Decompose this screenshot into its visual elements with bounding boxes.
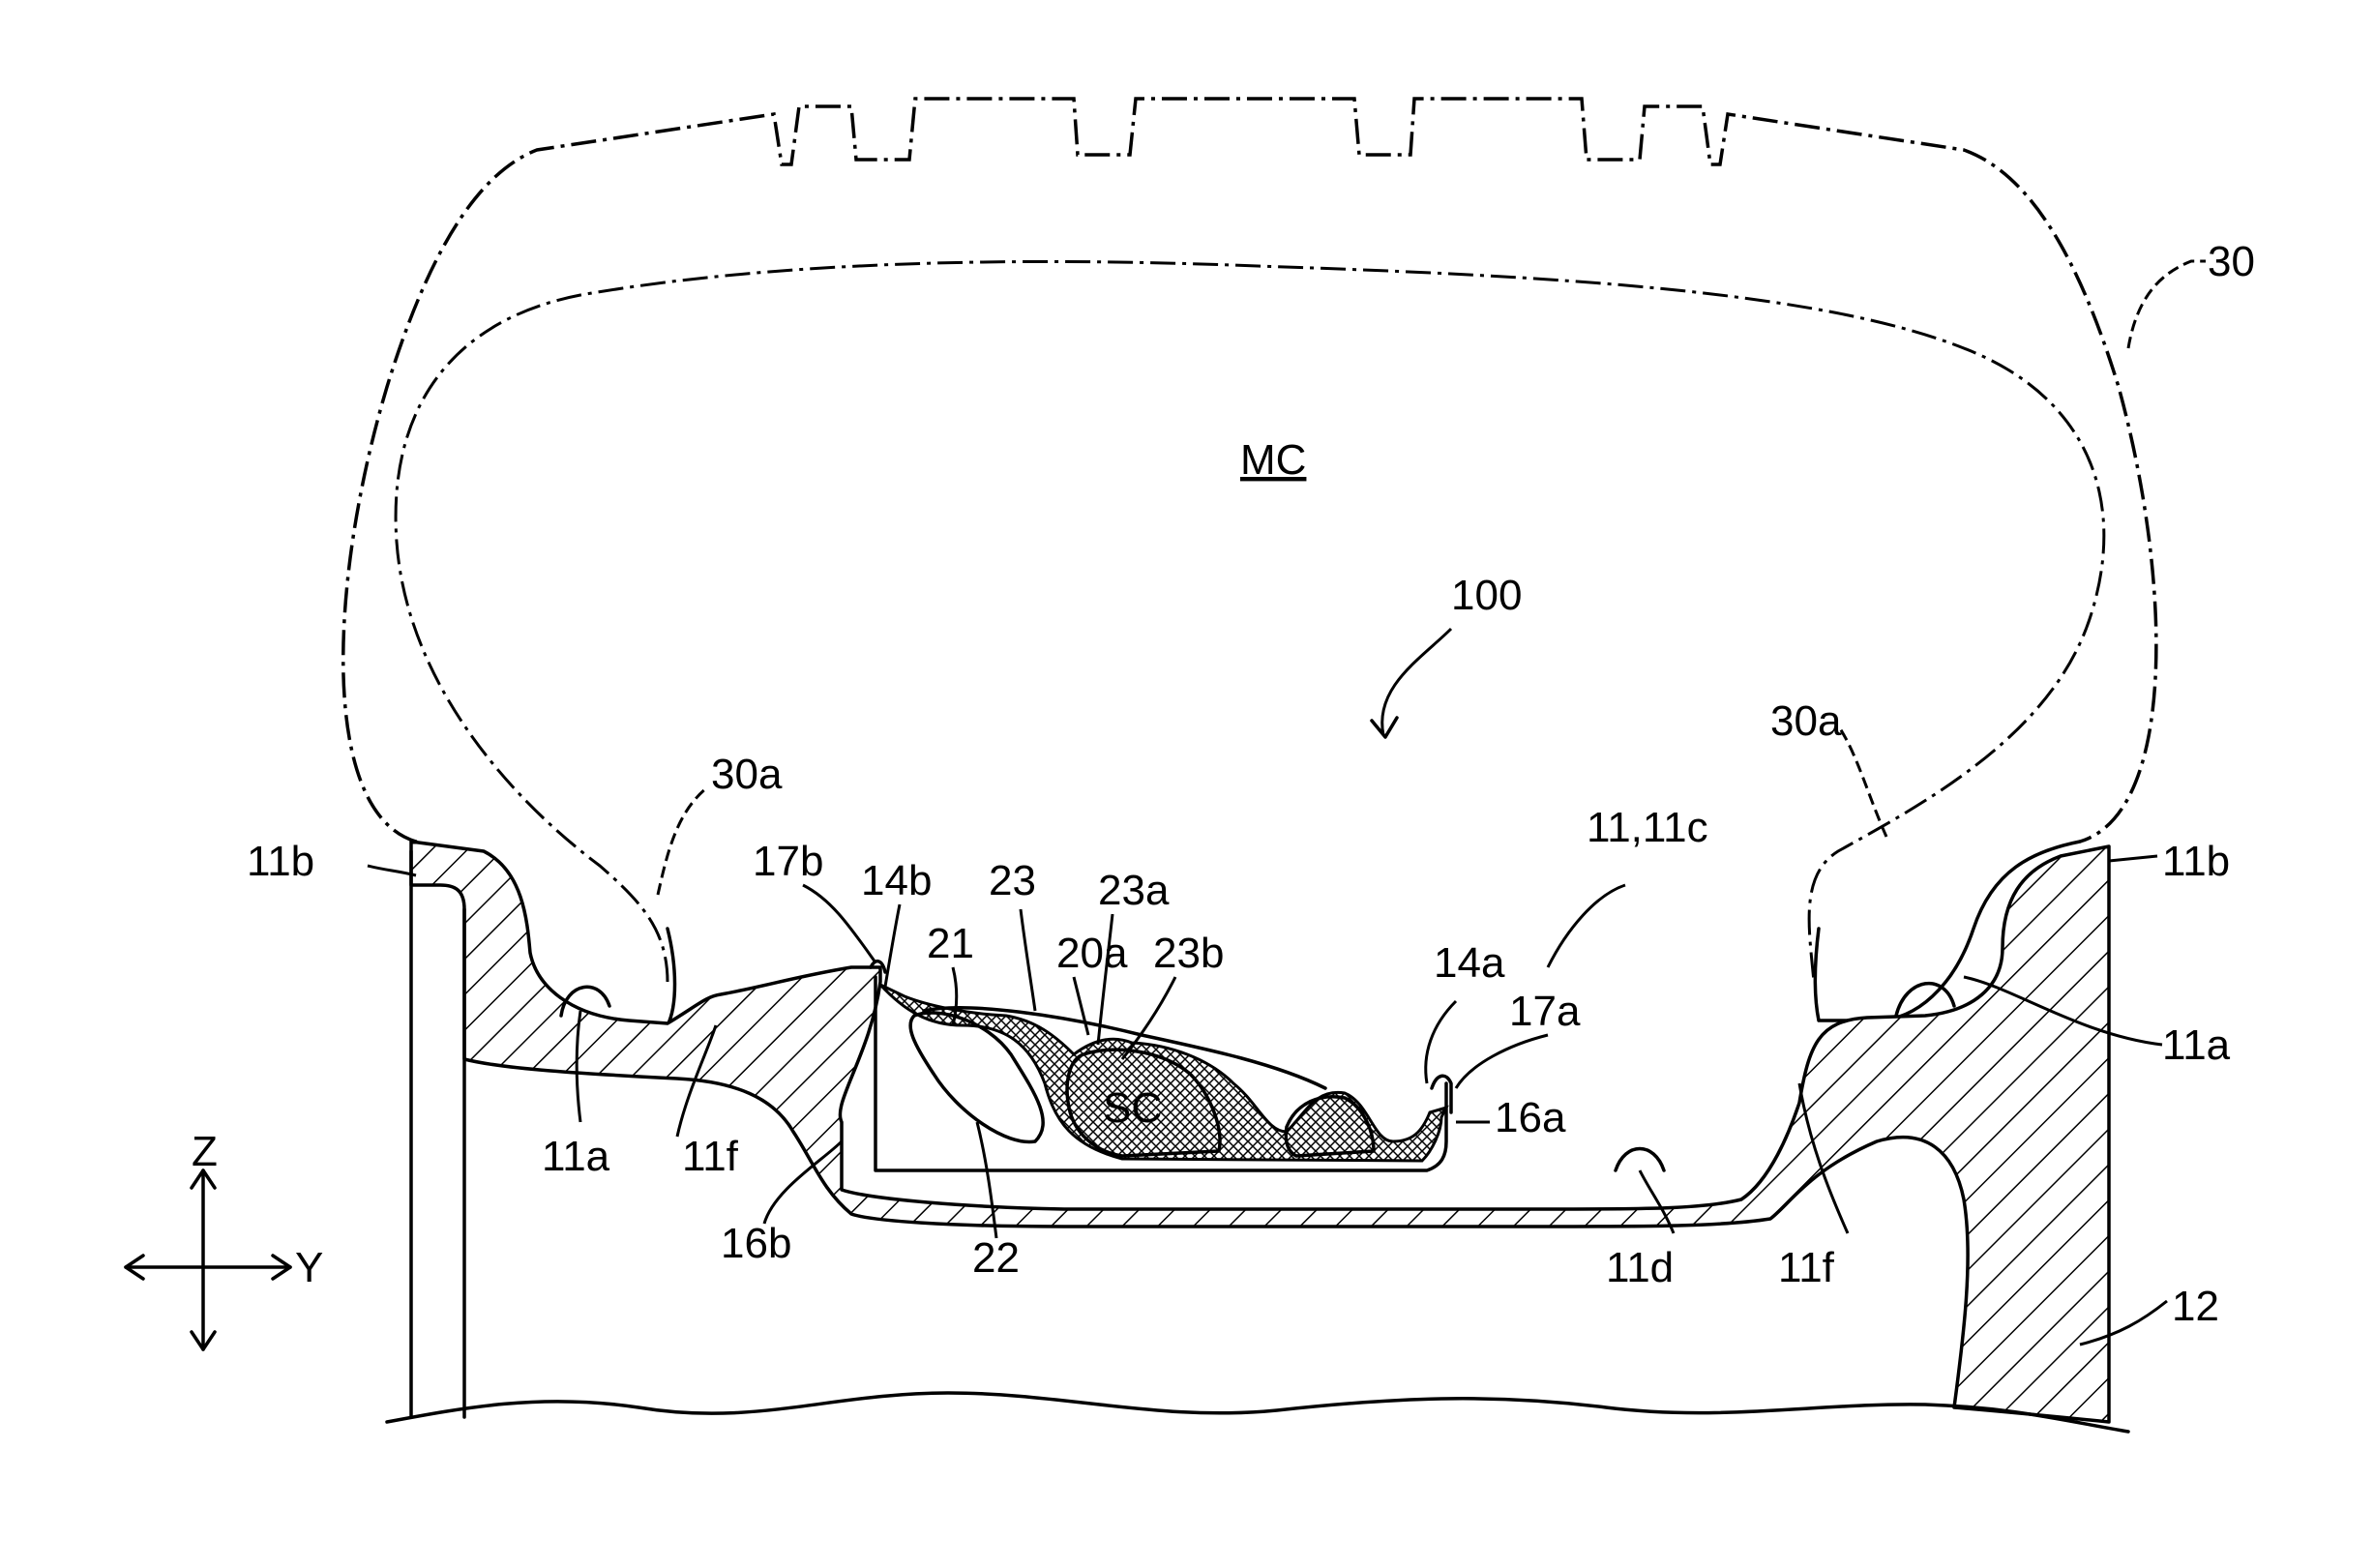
flange-left-column [411, 851, 464, 1417]
label-11f-left: 11f [682, 1133, 739, 1180]
tire-inner-outline [396, 261, 2104, 982]
label-14b: 14b [861, 857, 932, 904]
label-23b: 23b [1153, 930, 1224, 977]
label-16b: 16b [721, 1220, 791, 1267]
label-mc: MC [1240, 436, 1306, 484]
leader-30a-right [1838, 725, 1886, 837]
leader-14b [885, 904, 900, 987]
arrowhead-100 [1372, 718, 1397, 737]
leader-23 [1021, 909, 1035, 1011]
label-sc: SC [1103, 1084, 1162, 1132]
leader-11-11c [1548, 885, 1625, 967]
label-17b: 17b [753, 838, 823, 885]
leader-30a-left [658, 788, 706, 895]
axis-y-label: Y [295, 1244, 323, 1291]
well-bump-11d [1616, 1149, 1664, 1171]
label-12: 12 [2172, 1283, 2219, 1330]
leader-11b-right [2109, 856, 2157, 861]
label-11b-right: 11b [2162, 838, 2230, 885]
label-11-11c: 11,11c [1587, 804, 1708, 851]
leader-30 [2128, 261, 2206, 348]
label-23a: 23a [1098, 867, 1170, 914]
label-30a-left: 30a [711, 751, 783, 798]
label-30: 30 [2208, 238, 2255, 285]
leader-100 [1382, 629, 1451, 735]
label-11d: 11d [1606, 1244, 1674, 1291]
leader-14a [1426, 1001, 1456, 1083]
leader-17a [1456, 1035, 1548, 1088]
label-11f-right: 11f [1778, 1244, 1835, 1291]
label-30a-right: 30a [1770, 697, 1842, 745]
label-11a-right: 11a [2162, 1021, 2231, 1069]
label-11a-left: 11a [542, 1133, 610, 1180]
label-22: 22 [972, 1234, 1020, 1282]
axis-cross [126, 1170, 290, 1349]
device-band [880, 985, 1446, 1161]
label-11b-left: 11b [247, 838, 314, 885]
leader-20a [1074, 977, 1088, 1035]
leader-21 [953, 967, 957, 1025]
bottom-cut-line [387, 1393, 2128, 1432]
label-17a: 17a [1509, 988, 1581, 1035]
leader-11b-left [368, 866, 416, 875]
label-100: 100 [1451, 572, 1522, 619]
label-20a: 20a [1056, 930, 1128, 977]
label-23: 23 [989, 857, 1036, 904]
label-14a: 14a [1434, 939, 1505, 987]
label-21: 21 [927, 920, 974, 967]
axis-z-label: Z [192, 1128, 218, 1175]
label-16a: 16a [1495, 1094, 1566, 1141]
